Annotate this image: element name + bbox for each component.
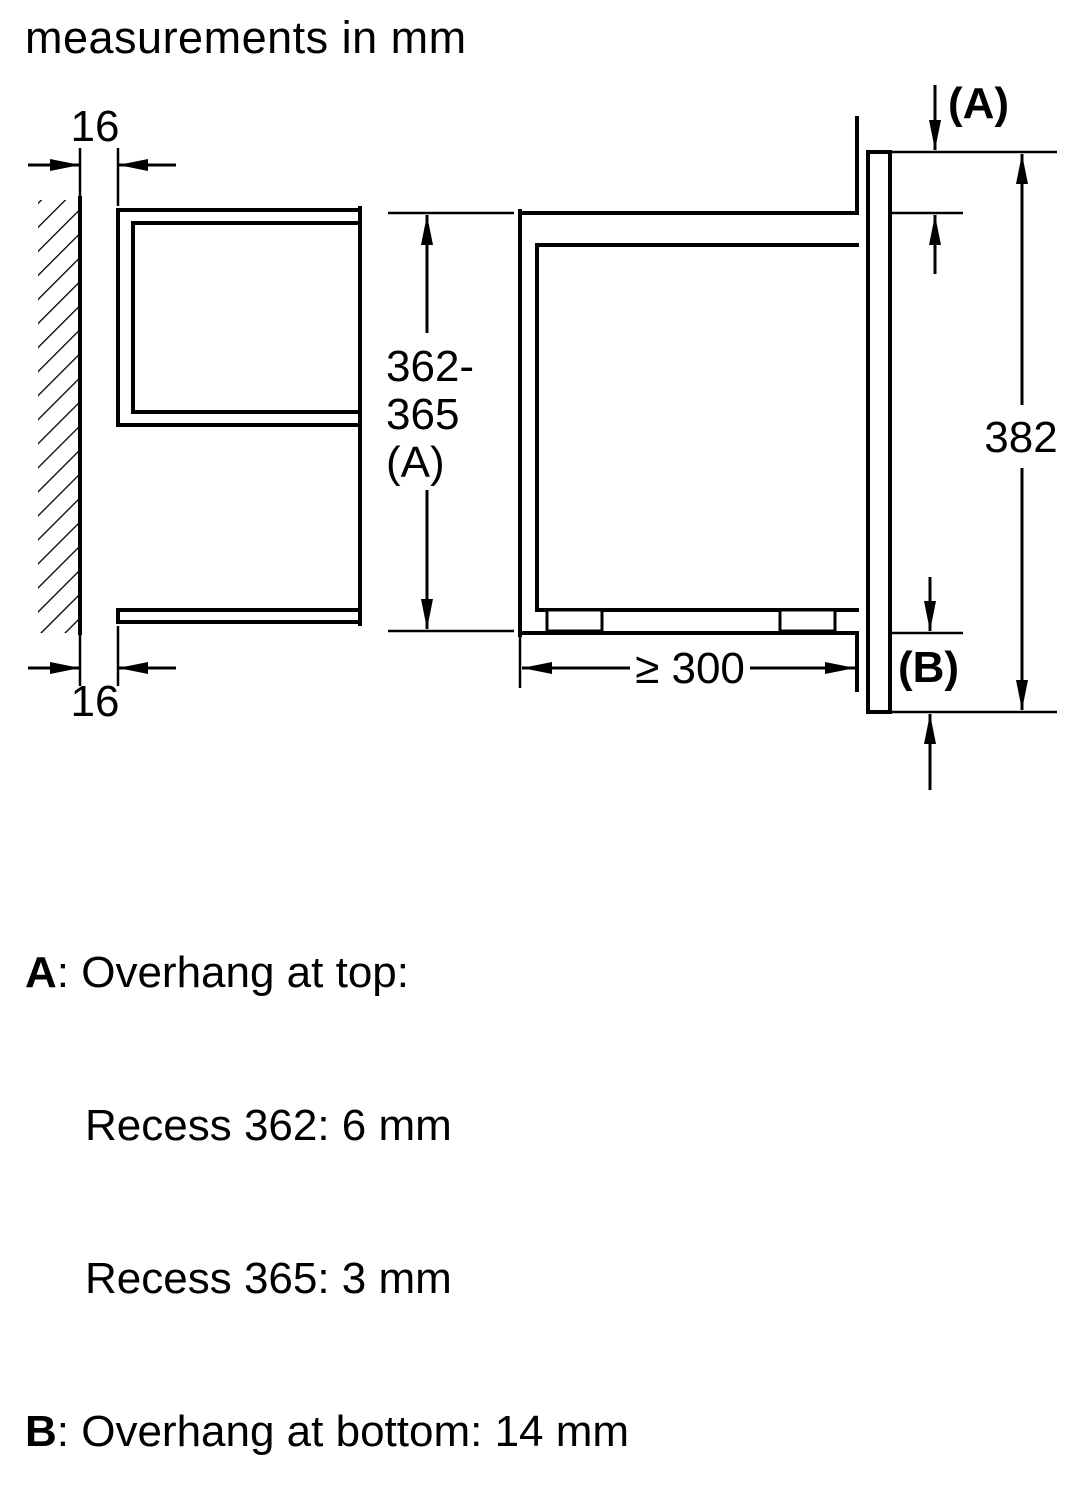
legend-recess-362: Recess 362: 6 mm	[85, 1101, 452, 1150]
appliance-foot-left	[545, 608, 604, 633]
appliance-front-panel	[866, 150, 892, 714]
dim-front-height: 382	[984, 154, 1058, 710]
dim-overhang-top: (A)	[929, 79, 1009, 274]
dim-wall-gap-top-label: 16	[71, 102, 120, 151]
dim-niche-height: 362- 365 (A)	[386, 215, 474, 629]
overhang-bottom-label: (B)	[898, 643, 959, 692]
legend-text-b: : Overhang at bottom: 14 mm	[56, 1407, 630, 1456]
dim-niche-height-label-1: 362-	[386, 342, 474, 391]
niche-section	[518, 209, 859, 637]
cabinet-section	[116, 206, 362, 626]
dim-wall-gap-bottom-label: 16	[71, 677, 120, 726]
legend-text-a: : Overhang at top:	[56, 948, 409, 997]
legend-recess-365: Recess 365: 3 mm	[85, 1254, 452, 1303]
overhang-top-label: (A)	[948, 79, 1009, 128]
page-title: measurements in mm	[25, 12, 467, 63]
niche-depth-label: ≥ 300	[635, 644, 745, 693]
legend-overhang-top: A: Overhang at top:	[25, 947, 629, 998]
wall-hatching	[38, 200, 80, 633]
dim-wall-gap-bottom: 16	[28, 662, 176, 726]
appliance-section	[535, 116, 892, 714]
dim-overhang-bottom: (B)	[898, 577, 959, 790]
front-height-label: 382	[984, 413, 1057, 462]
appliance-foot-right	[778, 608, 837, 633]
legend-key-b: B	[25, 1407, 57, 1456]
dim-niche-height-label-3: (A)	[386, 438, 445, 487]
dim-niche-depth: ≥ 300	[522, 644, 855, 693]
installation-diagram: 16 16 362- 365 (A) (A) 382 ≥ 300 (B)	[28, 79, 1058, 790]
wall-section	[38, 196, 82, 635]
legend-overhang-bottom: B: Overhang at bottom: 14 mm	[25, 1406, 629, 1457]
dim-wall-gap-top: 16	[28, 102, 176, 171]
dim-niche-height-label-2: 365	[386, 390, 459, 439]
legend: A: Overhang at top: Recess 362: 6 mm Rec…	[25, 845, 629, 1508]
legend-key-a: A	[25, 948, 57, 997]
extension-lines	[78, 148, 1057, 714]
